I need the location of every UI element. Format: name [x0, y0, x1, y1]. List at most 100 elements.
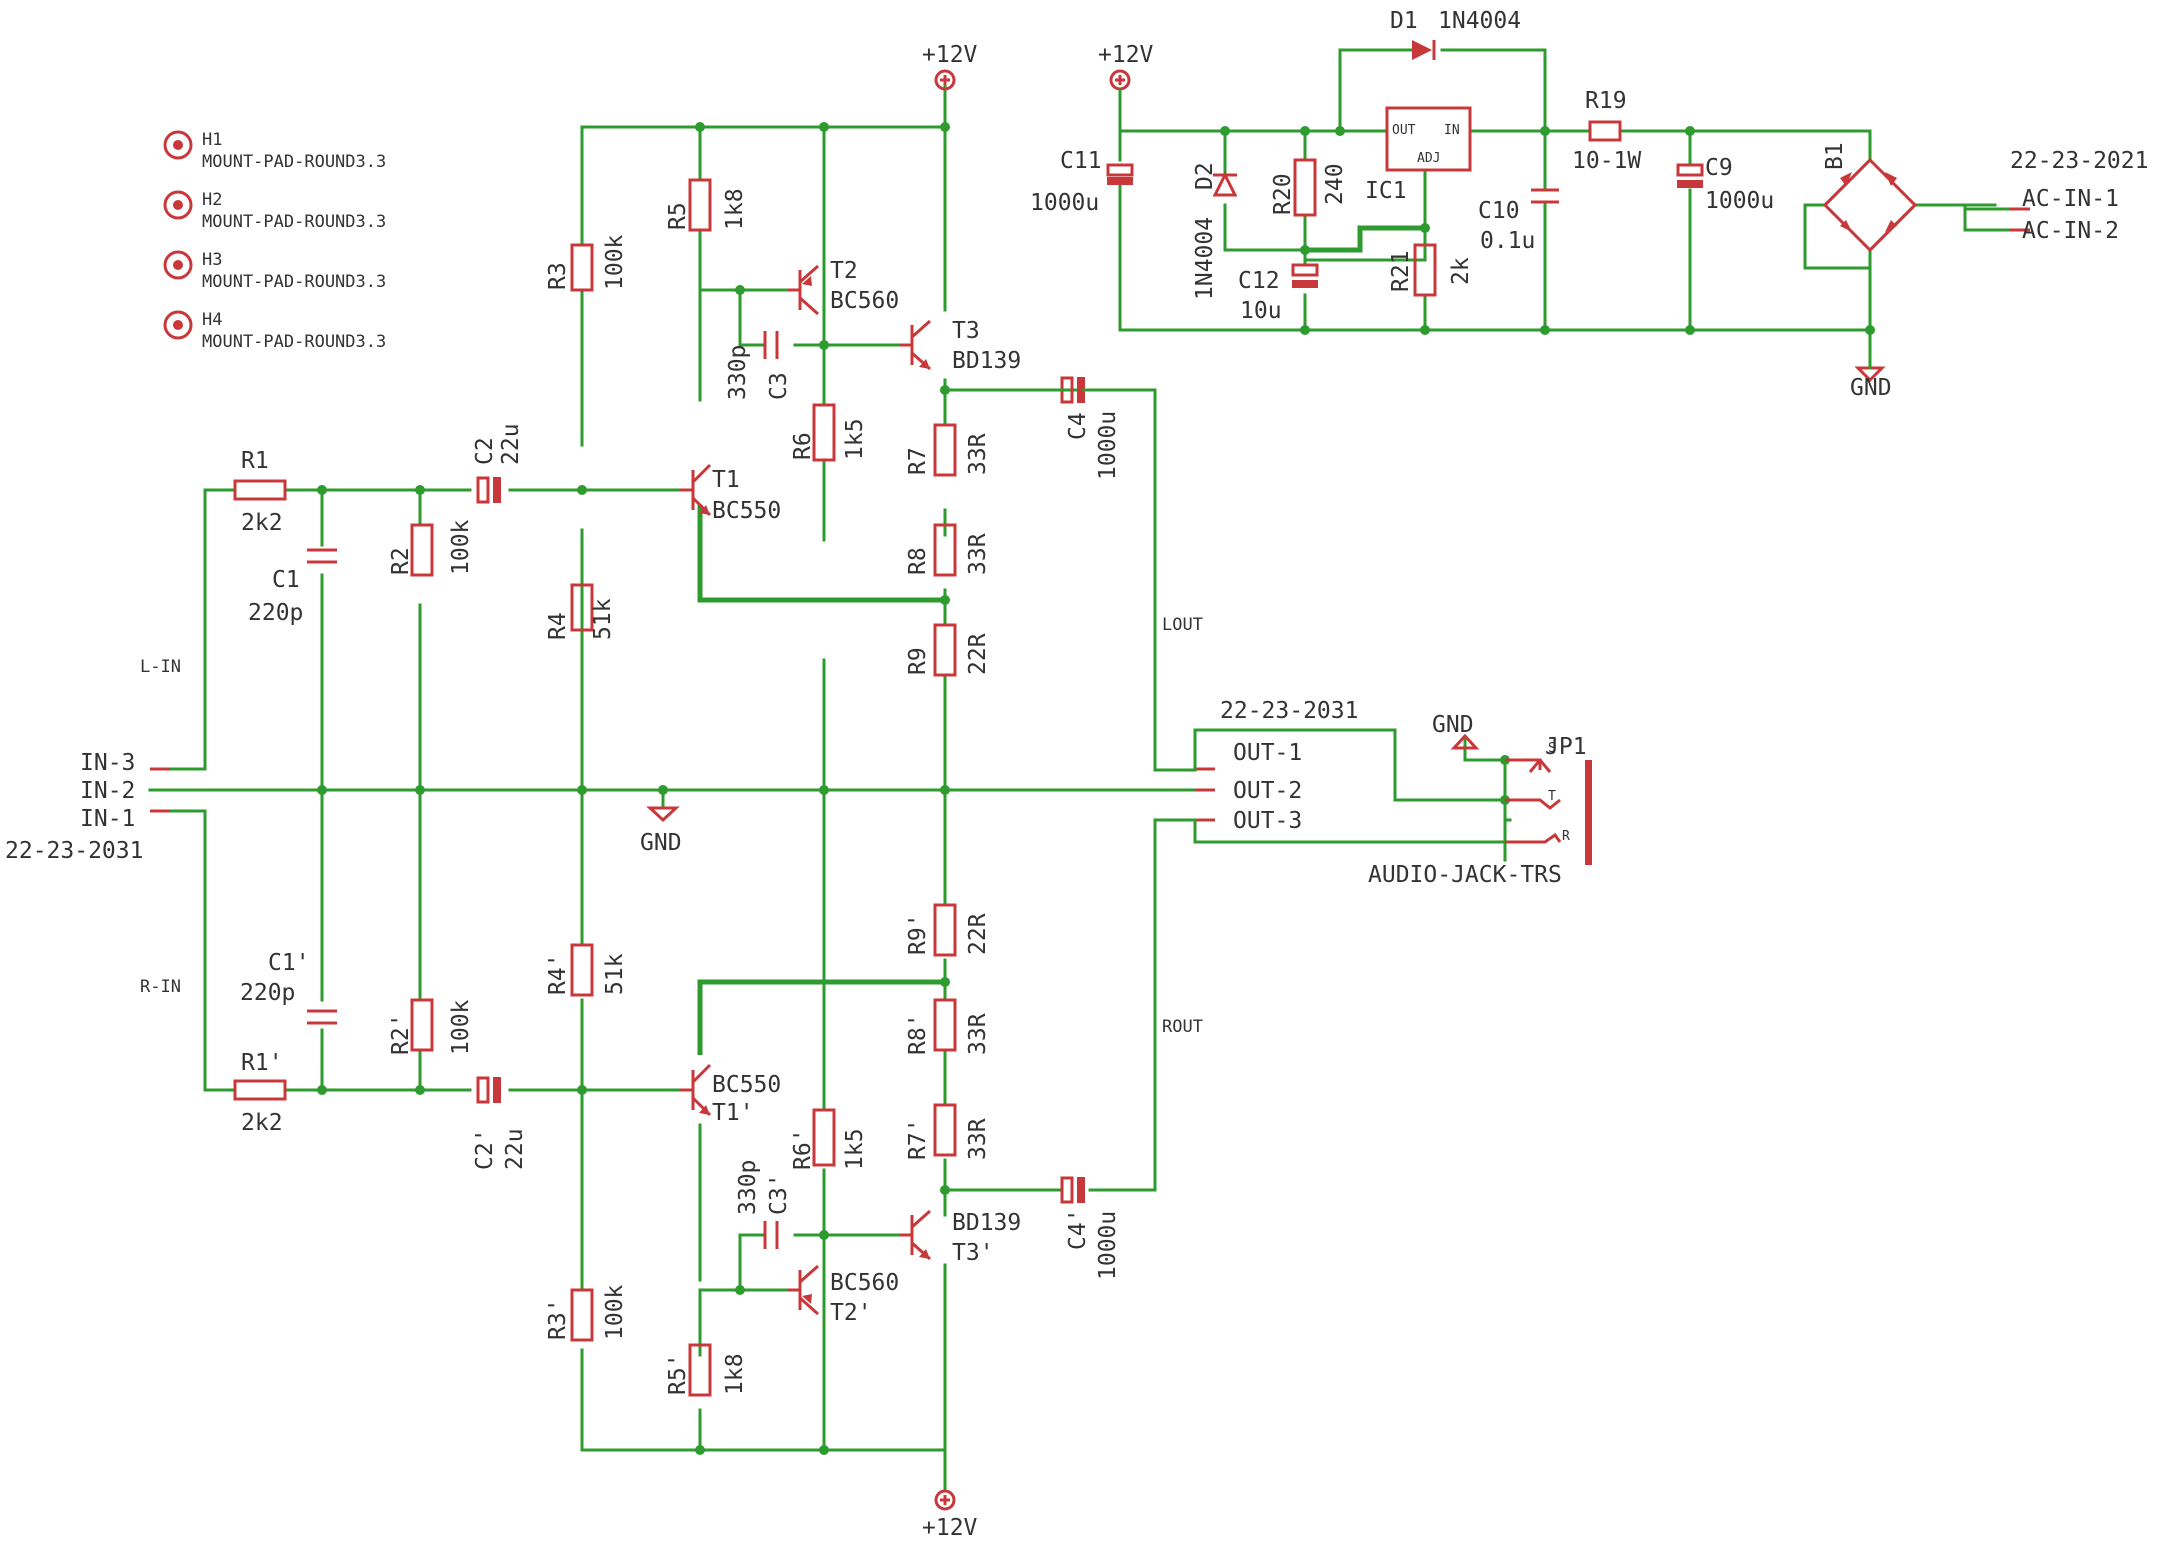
psu-labels: +12V D1 1N4004 C11 1000u 1N4004 D2 R20 2…	[1030, 8, 2148, 401]
d2-value: 1N4004	[1192, 217, 1218, 300]
in-pin-2: IN-2	[80, 778, 135, 804]
r9-ref: R9	[905, 647, 931, 675]
r2-value: 100k	[448, 519, 474, 575]
c3p-ref: C3'	[766, 1173, 792, 1215]
gnd-label-psu: GND	[1850, 375, 1892, 401]
r4-ref: R4	[545, 612, 571, 640]
mount-pad-h2: H2 MOUNT-PAD-ROUND3.3	[163, 190, 386, 232]
jack-pin-t: T	[1548, 789, 1556, 804]
resistor-r4p	[570, 943, 594, 997]
out-pin-3: OUT-3	[1233, 808, 1302, 834]
t2p-value: BC560	[830, 1270, 899, 1296]
output-connector	[1153, 728, 1507, 844]
r6-ref: R6	[790, 432, 816, 460]
output-connector-part: 22-23-2031	[1220, 698, 1358, 724]
r1-value: 2k2	[241, 510, 283, 536]
r1-ref: R1	[241, 448, 269, 474]
r6p-value: 1k5	[842, 1128, 868, 1170]
audio-jack: S T R	[1505, 741, 1592, 865]
r19-value: 10-1W	[1572, 148, 1641, 174]
amp-labels: +12V +12V GND R1 2k2 C1 220p R2 100k C2 …	[5, 42, 1587, 1541]
resistor-r5	[688, 178, 712, 232]
out-pin-1: OUT-1	[1233, 740, 1302, 766]
ic1-ref: IC1	[1365, 178, 1407, 204]
net-label-l-in: L-IN	[140, 657, 181, 677]
b1-ref: B1	[1822, 142, 1848, 170]
c4-value: 1000u	[1095, 411, 1121, 480]
r5-value: 1k8	[722, 188, 748, 230]
r21-value: 2k	[1448, 257, 1474, 285]
d1-ref: D1	[1390, 8, 1418, 34]
vcc-label-top: +12V	[922, 42, 978, 68]
h2-package: MOUNT-PAD-ROUND3.3	[202, 212, 386, 232]
jack-ref: JP1	[1545, 734, 1587, 760]
resistor-r6	[812, 403, 836, 462]
r3-value: 100k	[602, 234, 628, 290]
psu-junctions	[1220, 126, 1875, 335]
c2-value: 22u	[498, 423, 524, 465]
h3-ref: H3	[202, 250, 222, 270]
t3p-value: BD139	[952, 1210, 1021, 1236]
vcc-label-psu: +12V	[1098, 42, 1154, 68]
r6p-ref: R6'	[790, 1128, 816, 1170]
out-pin-2: OUT-2	[1233, 778, 1302, 804]
resistor-r7	[933, 423, 957, 477]
ac-connector-part: 22-23-2021	[2010, 148, 2148, 174]
t1-value: BC550	[712, 498, 781, 524]
c2p-ref: C2'	[472, 1128, 498, 1170]
l-feedback-bus	[697, 505, 945, 603]
vcc-symbol-bottom	[934, 1489, 956, 1511]
c12-value: 10u	[1240, 298, 1282, 324]
t1p-value: BC550	[712, 1072, 781, 1098]
ic1-in-pin: IN	[1444, 123, 1460, 138]
vcc-symbol-top	[934, 69, 956, 91]
transistors	[680, 264, 931, 1316]
t3-value: BD139	[952, 348, 1021, 374]
capacitors	[307, 331, 1157, 1249]
r4p-ref: R4'	[545, 953, 571, 995]
r1p-ref: R1'	[241, 1050, 283, 1076]
c11-ref: C11	[1060, 148, 1102, 174]
psu-components: OUT IN ADJ	[1106, 40, 2030, 297]
t1-ref: T1	[712, 467, 740, 493]
r5p-value: 1k8	[722, 1353, 748, 1395]
input-connector-part: 22-23-2031	[5, 838, 143, 864]
net-label-r-in: R-IN	[140, 977, 181, 997]
r2-ref: R2	[388, 547, 414, 575]
c2-ref: C2	[472, 437, 498, 465]
r-feedback-bus	[697, 979, 945, 1055]
h4-package: MOUNT-PAD-ROUND3.3	[202, 332, 386, 352]
regulator-ic1	[1385, 106, 1472, 172]
gnd-symbol-jack	[1450, 733, 1480, 750]
c12-ref: C12	[1238, 268, 1280, 294]
h1-ref: H1	[202, 130, 222, 150]
resistor-r9p	[933, 903, 957, 957]
c1p-value: 220p	[240, 980, 295, 1006]
c1-ref: C1	[272, 567, 300, 593]
input-connector	[148, 767, 172, 813]
resistor-r4	[570, 583, 594, 632]
c10-ref: C10	[1478, 198, 1520, 224]
mount-pad-h1: H1 MOUNT-PAD-ROUND3.3	[163, 130, 386, 172]
r7p-ref: R7'	[905, 1118, 931, 1160]
r7-value: 33R	[965, 433, 991, 475]
c1-value: 220p	[248, 600, 303, 626]
t3-ref: T3	[952, 318, 980, 344]
ic1-out-pin: OUT	[1392, 123, 1416, 138]
resistor-r1p	[233, 1079, 287, 1101]
gnd-label-jack: GND	[1432, 712, 1474, 738]
r9p-ref: R9'	[905, 913, 931, 955]
resistor-r2p	[410, 998, 434, 1052]
r4p-value: 51k	[602, 953, 628, 995]
c3-ref: C3	[766, 372, 792, 400]
r8p-ref: R8'	[905, 1013, 931, 1055]
ic1-adj-pin: ADJ	[1417, 151, 1440, 166]
resistor-r9	[933, 623, 957, 677]
r8p-value: 33R	[965, 1013, 991, 1055]
r2p-ref: R2'	[388, 1013, 414, 1055]
r5-ref: R5	[665, 202, 691, 230]
c4p-ref: C4'	[1065, 1208, 1091, 1250]
h1-package: MOUNT-PAD-ROUND3.3	[202, 152, 386, 172]
h3-package: MOUNT-PAD-ROUND3.3	[202, 272, 386, 292]
